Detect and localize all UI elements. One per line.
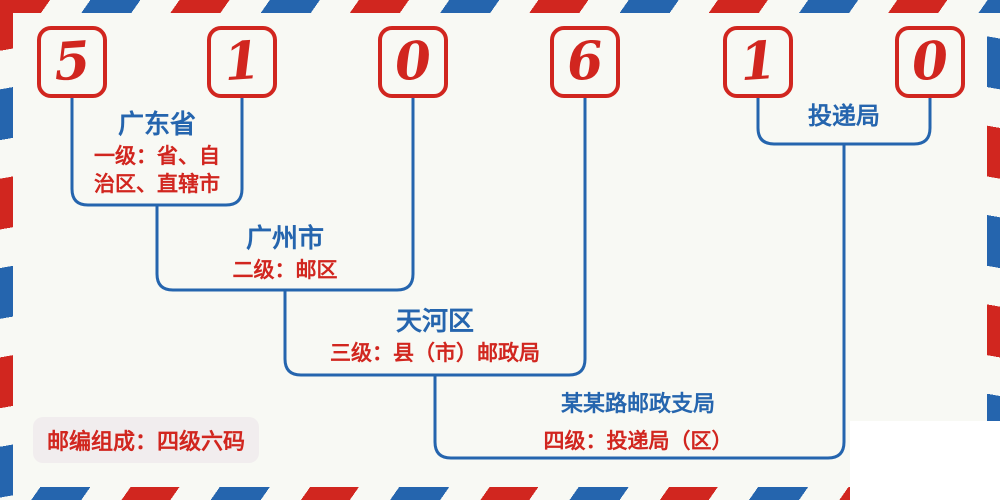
postal-digit-box-6: 0: [895, 26, 965, 98]
level4-annotation: 某某路邮政支局 四级：投递局（区）: [478, 391, 798, 457]
level3-region-name: 天河区: [395, 307, 474, 336]
postal-digit-box-3: 0: [378, 26, 448, 98]
delivery-office-annotation: 投递局: [744, 104, 944, 135]
level4-description: 四级：投递局（区）: [543, 430, 733, 454]
level3-annotation: 天河区 三级：县（市）邮政局: [285, 307, 585, 368]
airmail-stripe-border-top: [0, 0, 1000, 13]
level2-description: 二级：邮区: [232, 258, 338, 282]
level1-region-name: 广东省: [117, 110, 196, 139]
airmail-stripe-border-left: [0, 0, 13, 500]
postal-digit-5: 1: [737, 29, 779, 94]
delivery-office-label: 投递局: [808, 104, 880, 130]
postal-code-composition-text: 邮编组成：四级六码: [46, 429, 245, 454]
level2-annotation: 广州市 二级：邮区: [165, 224, 405, 285]
postal-digit-1: 5: [51, 29, 93, 94]
postal-digit-box-4: 6: [550, 26, 620, 98]
postal-digit-6: 0: [909, 29, 951, 94]
level3-description: 三级：县（市）邮政局: [330, 341, 540, 365]
postal-digit-4: 6: [564, 29, 606, 94]
level1-annotation: 广东省 一级：省、自 治区、直辖市: [37, 110, 277, 200]
level2-region-name: 广州市: [245, 224, 324, 253]
postal-digit-box-5: 1: [723, 26, 793, 98]
level4-branch-name: 某某路邮政支局: [560, 391, 715, 416]
postal-digit-2: 1: [221, 29, 263, 94]
level1-description: 一级：省、自 治区、直辖市: [94, 144, 220, 197]
postal-digit-3: 0: [392, 29, 434, 94]
bottom-right-white-patch: [850, 421, 1000, 500]
postal-digit-box-1: 5: [37, 26, 107, 98]
postal-digit-box-2: 1: [207, 26, 277, 98]
bracket-level4: [433, 142, 846, 460]
airmail-stripe-border-bottom: [0, 487, 1000, 500]
postal-code-composition-badge: 邮编组成：四级六码: [33, 417, 259, 463]
airmail-stripe-border-right: [987, 0, 1000, 500]
